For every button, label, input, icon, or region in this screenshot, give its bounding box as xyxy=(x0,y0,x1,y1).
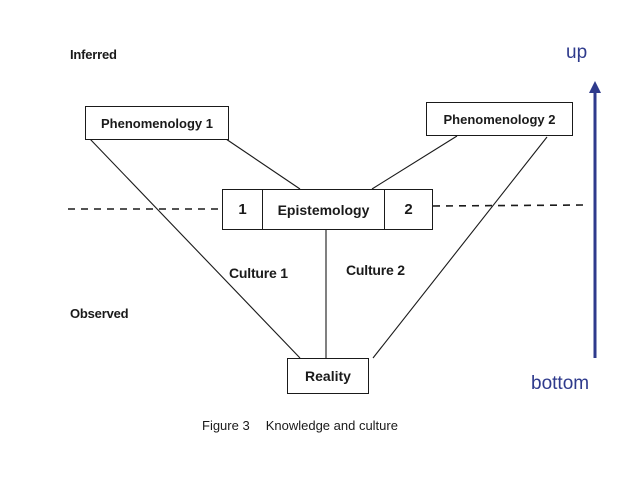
epistemology-cell-main: Epistemology xyxy=(262,189,385,230)
axis-label-bottom: bottom xyxy=(531,373,590,394)
reality-label: Reality xyxy=(305,368,351,384)
line-phen1-to-reality xyxy=(89,138,301,359)
line-phen2-to-epistemology xyxy=(371,135,458,190)
region-label-inferred: Inferred xyxy=(70,47,117,62)
culture-1-label: Culture 1 xyxy=(229,265,288,281)
epistemology-number-1: 1 xyxy=(238,201,247,218)
phenomenology-2-label: Phenomenology 2 xyxy=(443,111,556,127)
epistemology-cell-2: 2 xyxy=(384,189,433,230)
phenomenology-1-label: Phenomenology 1 xyxy=(101,115,213,131)
figure-caption: Figure 3 Knowledge and culture xyxy=(202,418,398,433)
line-phen2-to-reality xyxy=(372,136,548,359)
epistemology-cell-1: 1 xyxy=(222,189,263,230)
line-phen1-to-epistemology xyxy=(225,138,301,190)
culture-2-label: Culture 2 xyxy=(346,262,405,278)
axis-label-up: up xyxy=(566,42,588,63)
reality-box: Reality xyxy=(287,358,369,394)
divider-right xyxy=(432,204,585,207)
phenomenology-1-box: Phenomenology 1 xyxy=(85,106,229,140)
phenomenology-2-box: Phenomenology 2 xyxy=(426,102,573,136)
axis-arrow-head xyxy=(589,81,601,93)
region-label-observed: Observed xyxy=(70,306,129,321)
figure-title: Knowledge and culture xyxy=(265,418,398,433)
epistemology-number-2: 2 xyxy=(404,201,413,218)
epistemology-label: Epistemology xyxy=(277,201,370,218)
figure-number: Figure 3 xyxy=(202,418,250,433)
